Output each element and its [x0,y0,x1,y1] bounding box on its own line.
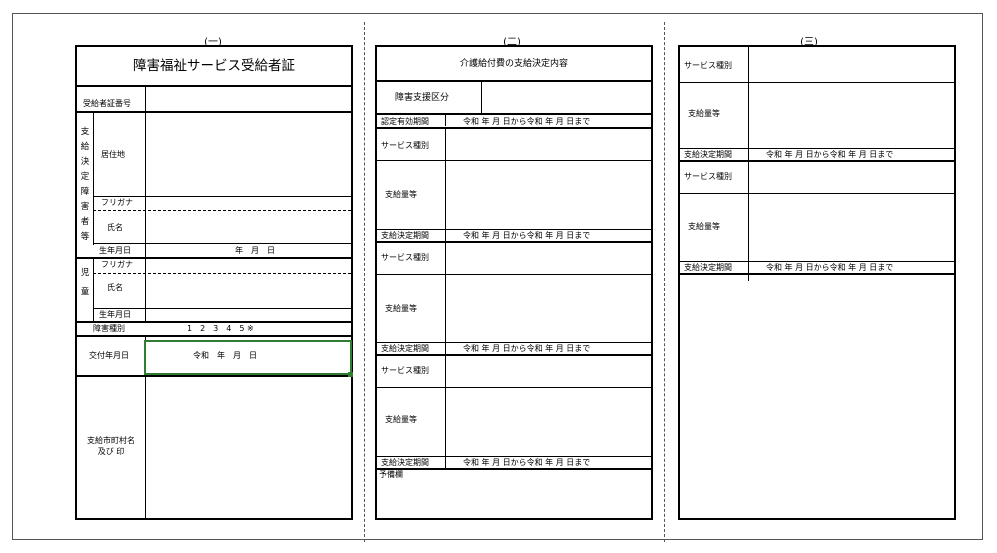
child-furigana-label: フリガナ [101,260,133,269]
payment-amount-label-1: 支給量等 [385,190,417,199]
child-name-label: 氏名 [107,283,123,292]
decision-period-value-1: 令和 年 月 日から令和 年 月 日まで [463,231,591,240]
decision-period-label-c3-2: 支給決定期間 [684,263,732,272]
cert-period-label: 認定有効期間 [381,117,429,126]
decision-period-value-c3-2: 令和 年 月 日から令和 年 月 日まで [766,263,894,272]
issue-date-value: 令和 年 月 日 [193,351,257,360]
applicant-label: 支給決定障害者等 [80,127,90,242]
issue-date-label: 交付年月日 [89,351,129,360]
card2-title: 介護給付費の支給決定内容 [459,59,568,69]
payment-amount-label-c3-1: 支給量等 [688,109,720,118]
decision-period-label-1: 支給決定期間 [381,231,429,240]
section-divider [664,22,665,542]
decision-period-label-c3-1: 支給決定期間 [684,150,732,159]
decision-period-label-3: 支給決定期間 [381,458,429,467]
sheet-frame [12,13,983,540]
name-label: 氏名 [107,223,123,232]
birthdate-label: 生年月日 [99,246,131,255]
child-label: 児童 [80,268,90,297]
payment-amount-label-c3-2: 支給量等 [688,222,720,231]
furigana-label: フリガナ [101,198,133,207]
section-title-three: (三) [800,37,818,48]
support-level-label: 障害支援区分 [395,93,450,103]
service-type-label-3: サービス種別 [381,366,429,375]
cert-period-value: 令和 年 月 日から令和 年 月 日まで [463,117,591,126]
card-title: 障害福祉サービス受給者証 [133,58,295,74]
selected-cell[interactable] [144,340,352,375]
section-divider [364,22,365,542]
recipient-card: 障害福祉サービス受給者証 受給者証番号 支給決定障害者等 居住地 フリガナ 氏名… [75,45,353,520]
birthdate-value: 年 月 日 [235,246,275,255]
disability-type-values: 1 2 3 4 5 ※ [187,324,254,333]
decision-period-value-c3-1: 令和 年 月 日から令和 年 月 日まで [766,150,894,159]
service-type-label-1: サービス種別 [381,141,429,150]
service-type-label-2: サービス種別 [381,253,429,262]
disability-type-label: 障害種別 [93,324,125,333]
payment-amount-label-2: 支給量等 [385,304,417,313]
decision-period-label-2: 支給決定期間 [381,344,429,353]
address-label: 居住地 [101,150,125,159]
decision-period-value-2: 令和 年 月 日から令和 年 月 日まで [463,344,591,353]
payment-amount-label-3: 支給量等 [385,415,417,424]
benefit-continuation-card: サービス種別 支給量等 支給決定期間 令和 年 月 日から令和 年 月 日まで … [678,45,956,520]
section-title-two: (二) [503,37,521,48]
child-birthdate-label: 生年月日 [99,310,131,319]
service-type-label-c3-1: サービス種別 [684,61,732,70]
decision-period-value-3: 令和 年 月 日から令和 年 月 日まで [463,458,591,467]
benefit-decision-card: 介護給付費の支給決定内容 障害支援区分 認定有効期間 令和 年 月 日から令和 … [375,45,653,520]
cell-fill-handle[interactable] [348,372,353,377]
municipality-label: 支給市町村名及び 印 [87,436,135,456]
notes-label: 予備欄 [379,470,403,479]
section-title-one: (一) [204,37,222,48]
recipient-number-label: 受給者証番号 [83,99,131,108]
service-type-label-c3-2: サービス種別 [684,172,732,181]
